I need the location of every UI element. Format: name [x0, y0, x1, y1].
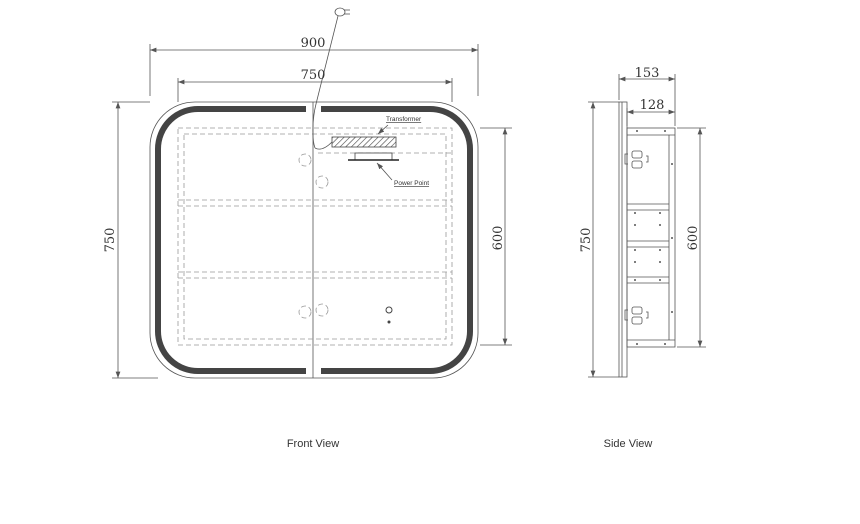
dim-overall-height: 750: [103, 228, 118, 253]
dim-cabinet-height: 600: [491, 226, 506, 251]
side-dim-cabinet-height: 600: [686, 226, 701, 251]
power-point-label: Power Point: [394, 180, 429, 187]
hinge-marker: [298, 305, 312, 319]
cabinet-outline-dashed: [177, 127, 453, 346]
side-dim-overall-height: 750: [579, 228, 594, 253]
power-point: [354, 152, 393, 161]
cabinet-body: [626, 127, 676, 348]
hinge-top: [624, 150, 649, 169]
cabinet-inner-dashed: [183, 133, 447, 340]
mirror-panel: [618, 101, 628, 378]
led-band-right: [321, 105, 474, 375]
hinge-marker: [298, 153, 312, 167]
transformer: [331, 136, 397, 148]
mirror-outline: [149, 101, 479, 379]
dim-cabinet-width: 750: [301, 68, 326, 83]
dim-overall-depth: 153: [635, 66, 660, 81]
hinge-marker: [315, 303, 329, 317]
transformer-label: Transformer: [386, 116, 422, 123]
touch-sensor-icon: [385, 306, 393, 314]
power-cable: [312, 15, 339, 149]
dim-overall-width: 900: [301, 36, 326, 51]
hinge-bottom: [624, 306, 649, 325]
side-view: 153 128 750 600 Side View: [579, 66, 706, 450]
side-view-label: Side View: [604, 438, 653, 450]
front-view-label: Front View: [287, 438, 339, 450]
plug-icon: [334, 7, 350, 17]
dim-cabinet-depth: 128: [640, 98, 665, 113]
front-view: Transformer Power Point 900 750 750 600 …: [103, 7, 512, 450]
hinge-marker: [315, 175, 329, 189]
led-band-left: [154, 105, 306, 375]
screw-dots: [634, 130, 673, 345]
